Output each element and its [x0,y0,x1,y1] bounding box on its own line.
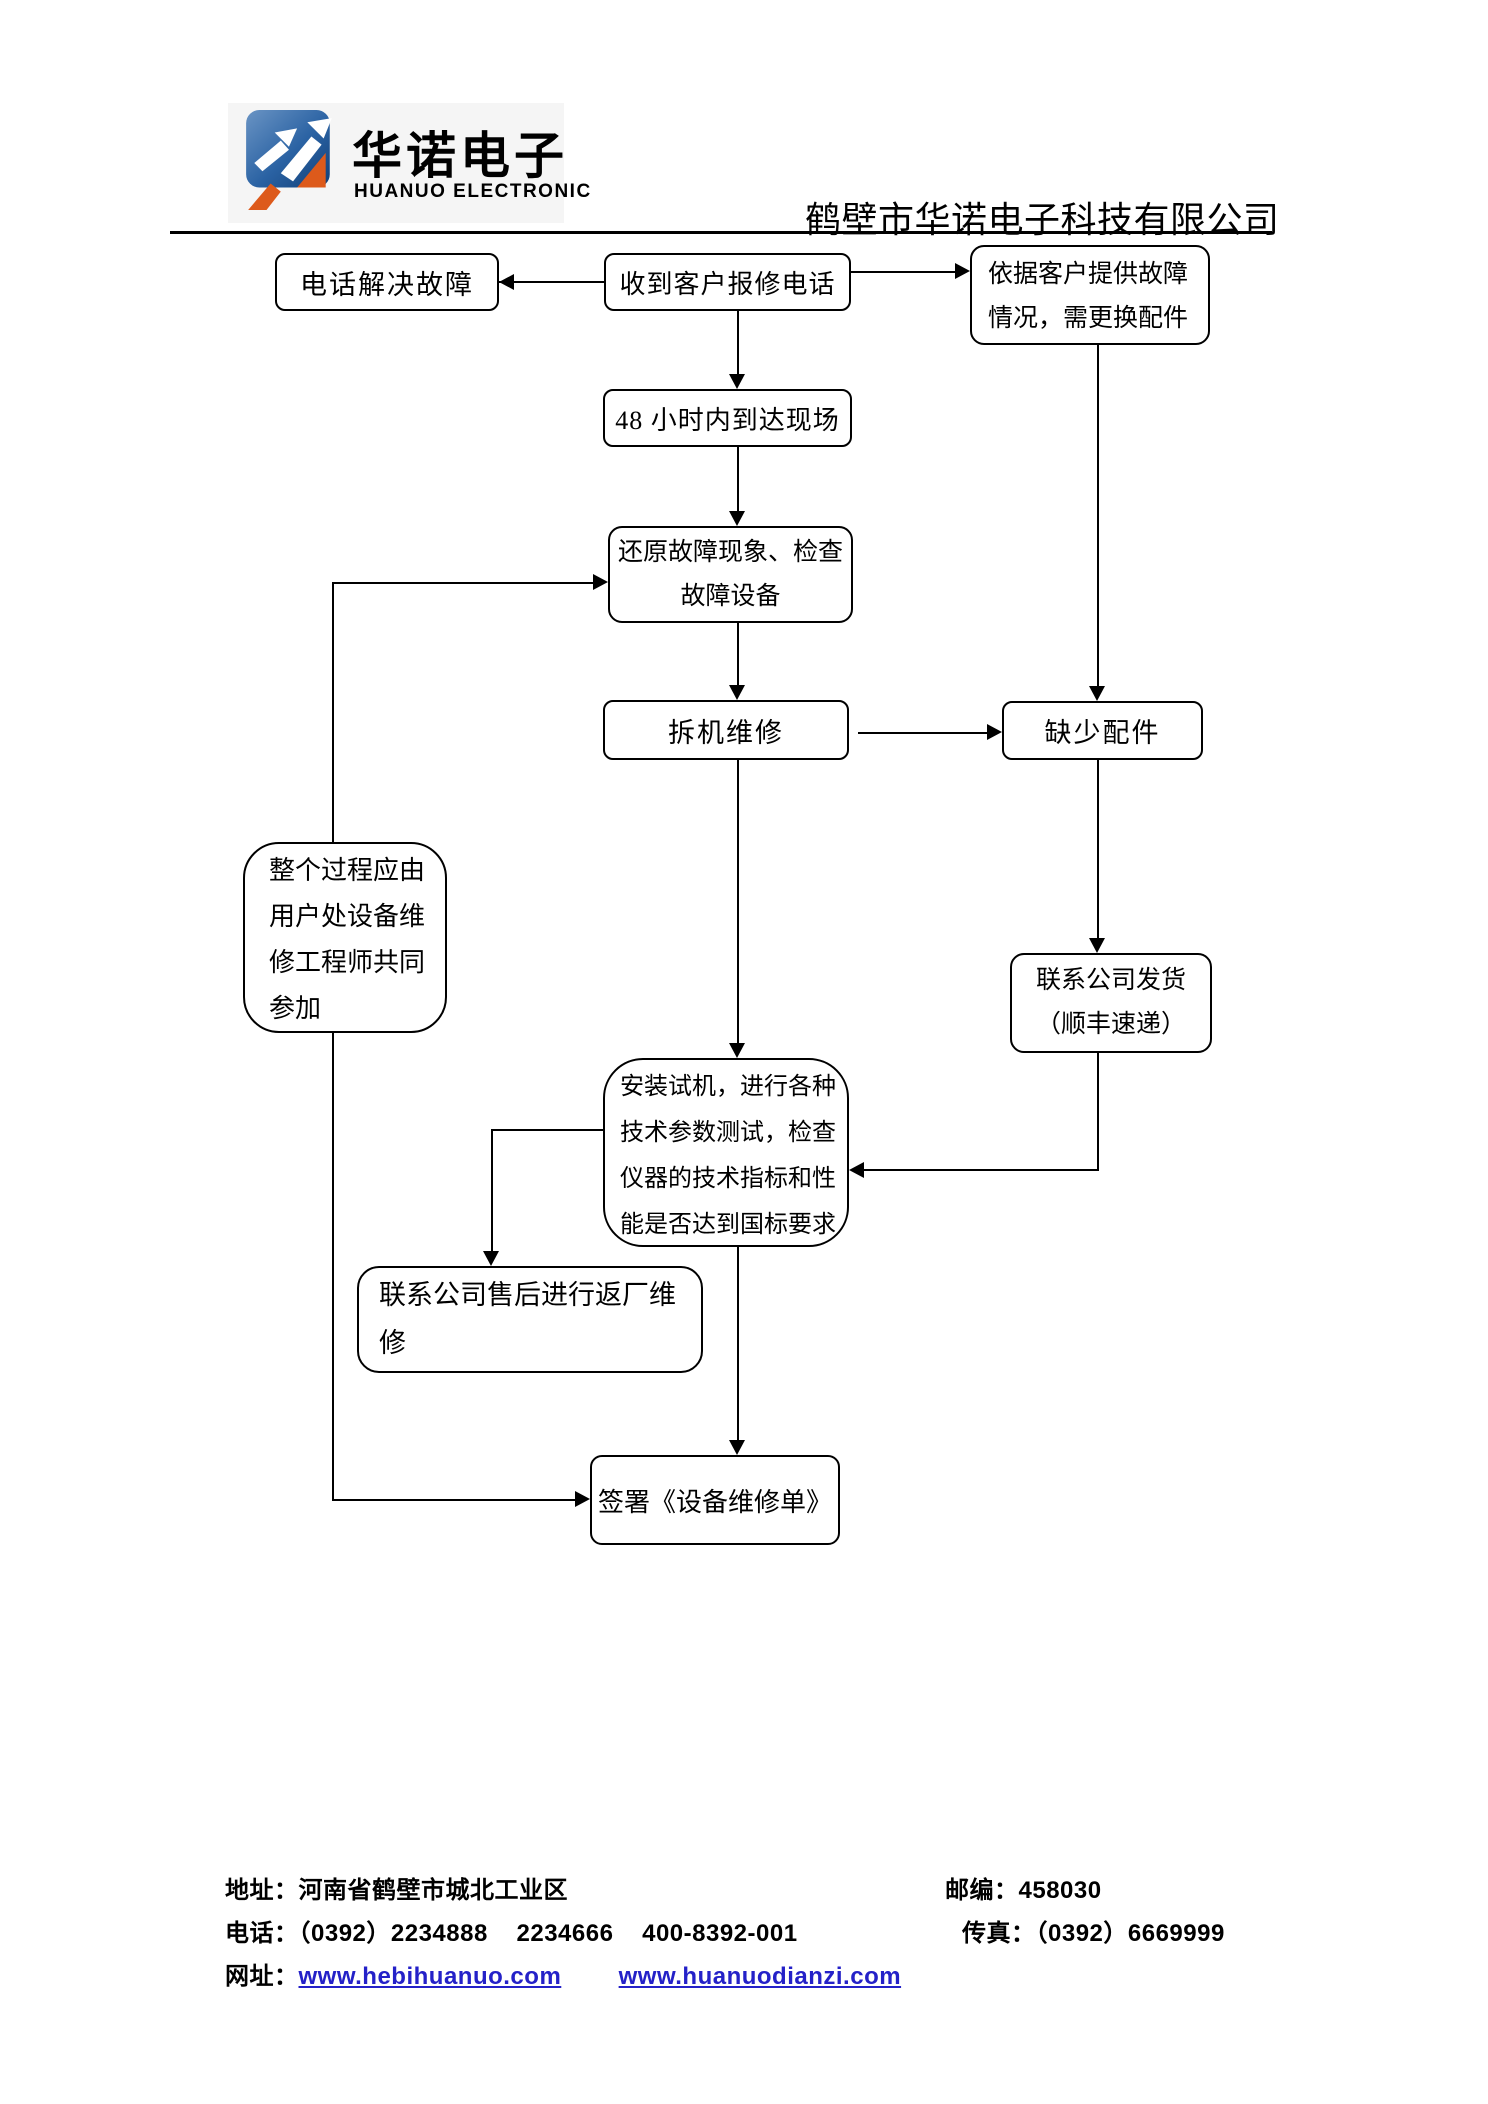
footer-address: 地址：河南省鹤壁市城北工业区 [225,1877,568,1904]
connector-shipping-to-install [863,1169,1099,1171]
flow-node-per-fault: 依据客户提供故障 情况，需更换配件 [970,245,1210,345]
flow-node-within-48h: 48 小时内到达现场 [603,389,852,447]
flow-node-disassemble: 拆机维修 [603,700,849,760]
connector-process-up [332,583,334,842]
connector-install-left [492,1129,603,1131]
footer-website-link-1[interactable]: www.hebihuanuo.com [298,1963,562,1990]
footer-postal-code: 邮编：458030 [945,1877,1102,1904]
connector-install-to-sign [737,1247,739,1441]
connector-process-down [332,1033,334,1500]
flow-node-whole-process: 整个过程应由 用户处设备维 修工程师共同 参加 [243,842,447,1033]
connector-restore-to-disassemble [737,623,739,687]
connector-disassemble-to-missing [858,732,988,734]
logo-text-cn: 华诺电子 [352,128,568,184]
footer-fax: 传真：（0392）6669999 [962,1920,1225,1947]
arrowhead-receive-to-48h [729,374,745,389]
arrowhead-restore-to-disassemble [729,685,745,700]
logo-text-en: HUANUO ELECTRONIC [354,181,592,202]
flow-node-install-test: 安装试机，进行各种 技术参数测试，检查 仪器的技术指标和性 能是否达到国标要求 [603,1058,849,1247]
flow-node-company-shipping: 联系公司发货 （顺丰速递） [1010,953,1212,1053]
arrowhead-install-to-return [483,1251,499,1266]
connector-process-to-sign [332,1499,577,1501]
flow-node-phone-solve: 电话解决故障 [275,253,499,311]
connector-shipping-down [1097,1053,1099,1171]
arrowhead-install-to-sign [729,1440,745,1455]
footer-phone: 电话：（0392）2234888 2234666 400-8392-001 [225,1920,798,1947]
flow-node-sign-form: 签署《设备维修单》 [590,1455,840,1545]
connector-receive-to-phone [499,281,604,283]
arrowhead-disassemble-to-install [729,1043,745,1058]
connector-disassemble-to-install [737,760,739,1044]
connector-perfault-to-missing [1097,345,1099,687]
flow-node-restore-check: 还原故障现象、检查 故障设备 [608,526,853,623]
arrowhead-shipping-to-install [849,1162,864,1178]
footer-website-gap [561,1963,618,1990]
company-name: 鹤壁市华诺电子科技有限公司 [805,199,1280,240]
logo-icon [240,110,342,217]
arrowhead-process-to-restore [593,574,608,590]
flow-node-receive-call: 收到客户报修电话 [604,253,851,311]
arrowhead-perfault-to-missing [1089,686,1105,701]
arrowhead-receive-to-phone [499,274,514,290]
header-divider [170,231,1272,234]
connector-install-to-return [491,1129,493,1252]
connector-process-to-restore [332,582,594,584]
arrowhead-process-to-sign [575,1491,590,1507]
connector-48h-to-restore [737,447,739,514]
connector-receive-to-48h [737,311,739,377]
flow-node-missing-parts: 缺少配件 [1002,701,1203,760]
footer-website-link-2[interactable]: www.huanuodianzi.com [618,1963,902,1990]
connector-receive-to-perfault [851,271,957,273]
arrowhead-receive-to-perfault [955,263,970,279]
arrowhead-missing-to-shipping [1089,938,1105,953]
arrowhead-48h-to-restore [729,511,745,526]
flow-node-return-repair: 联系公司售后进行返厂维 修 [357,1266,703,1373]
footer-website-label: 网址： [225,1963,299,1990]
connector-missing-to-shipping [1097,760,1099,939]
arrowhead-disassemble-to-missing [987,724,1002,740]
footer-website-row: 网址：www.hebihuanuo.com www.huanuodianzi.c… [225,1956,901,1991]
